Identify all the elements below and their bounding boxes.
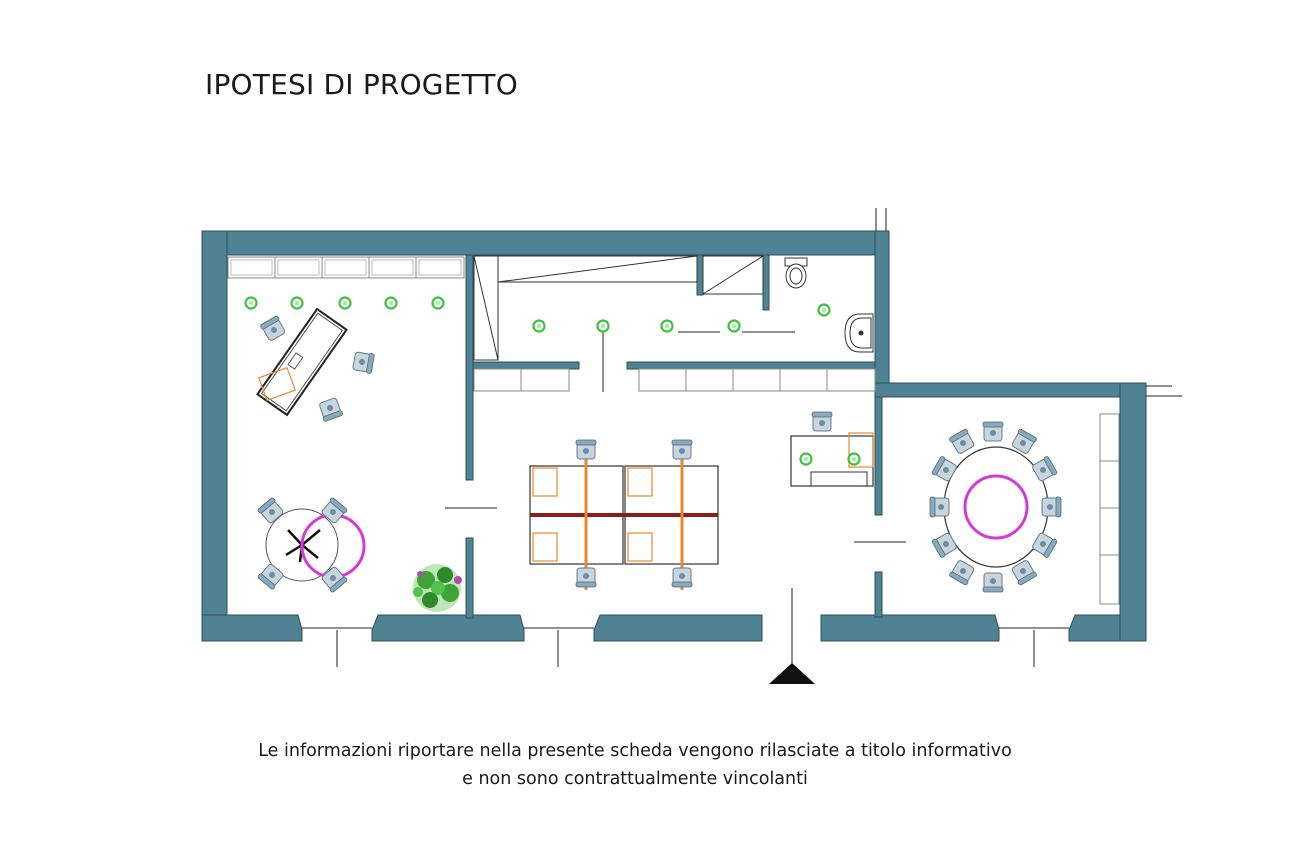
disclaimer-line-1: Le informazioni riportare nella presente… [258,741,1012,761]
sink-icon [844,313,874,353]
axis-lines [302,208,1182,670]
disclaimer-line-2: e non sono contrattualmente vincolanti [462,769,808,789]
open-space [529,411,874,590]
meeting-room [929,413,1120,605]
page-title: IPOTESI DI PROGETTO [205,68,518,101]
disclaimer: Le informazioni riportare nella presente… [0,737,1270,793]
toilet-icon [784,257,808,289]
reception-desk [790,411,874,487]
walls [201,230,1147,642]
plant-icon [413,564,462,612]
left-office [227,256,465,612]
entrance-marker [769,663,815,684]
corridor-top [473,255,876,392]
